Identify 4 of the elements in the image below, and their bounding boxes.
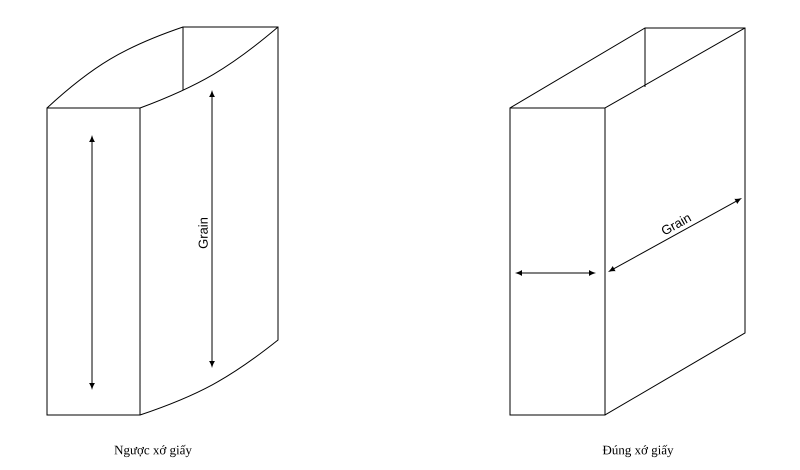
grain-label: Grain [198, 218, 208, 248]
grain-label: Grain [662, 215, 692, 234]
caption: Đúng xớ giấy [602, 444, 674, 458]
caption: Ngược xớ giấy [114, 444, 192, 458]
